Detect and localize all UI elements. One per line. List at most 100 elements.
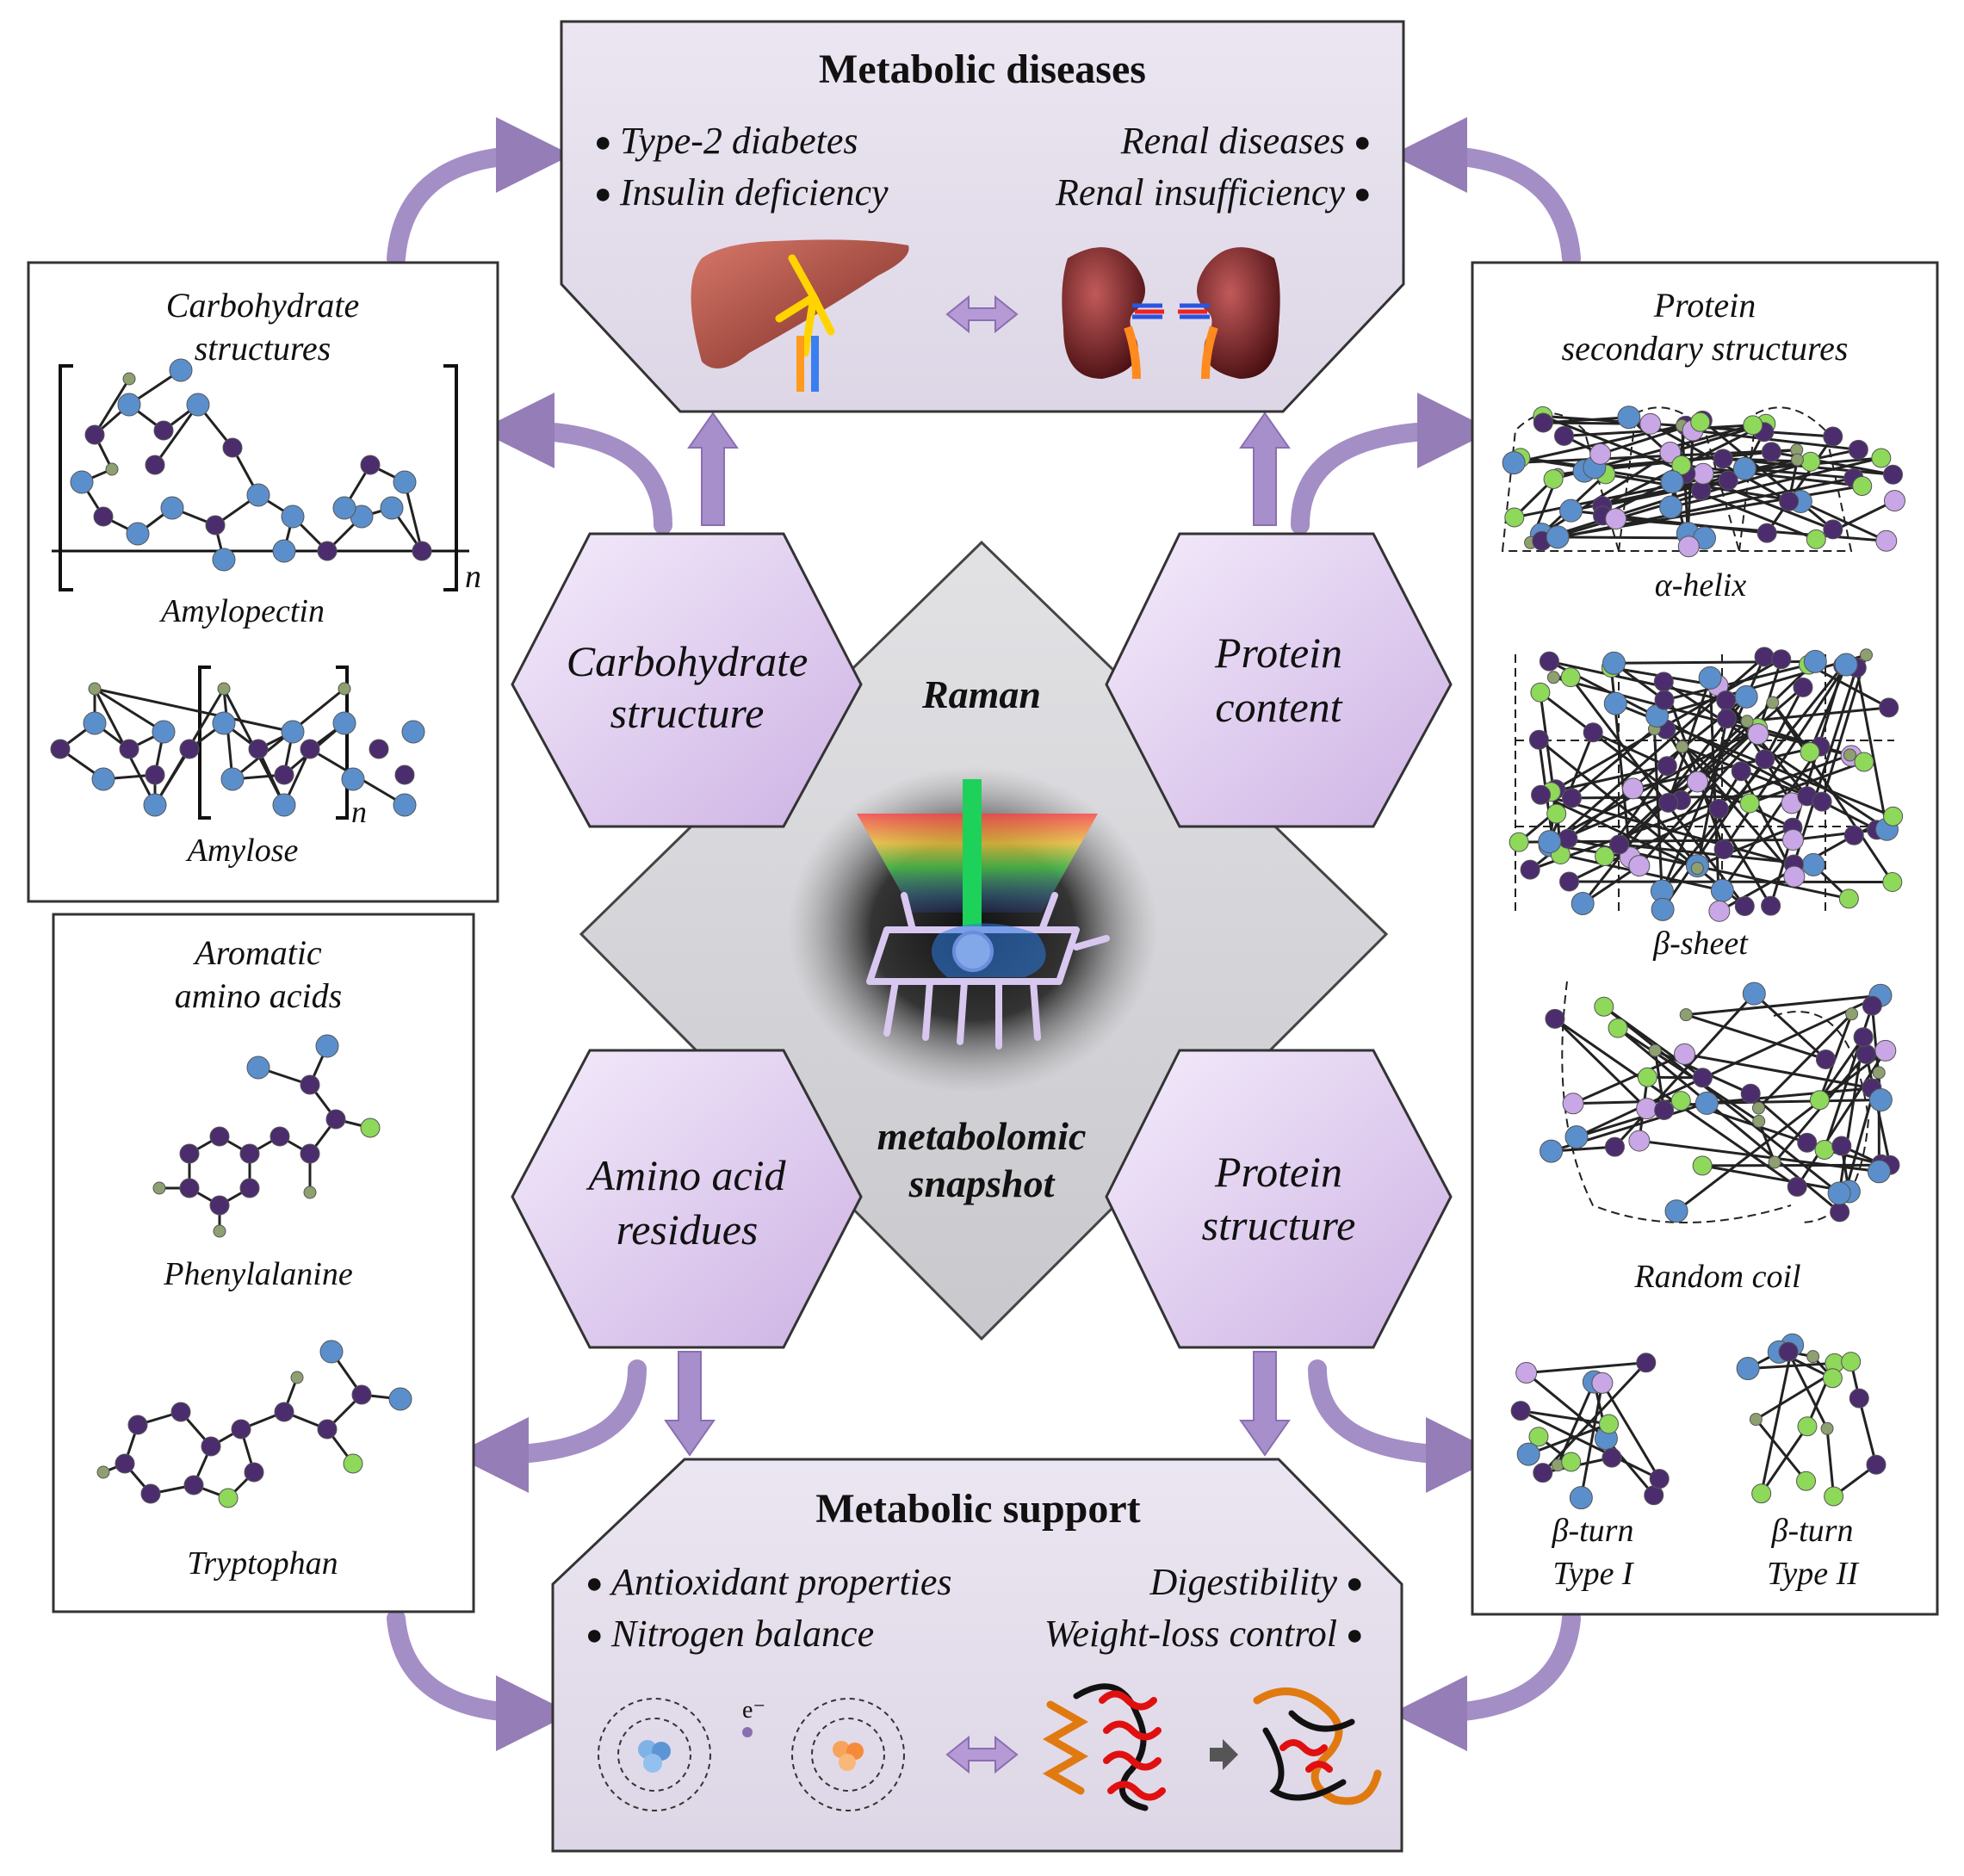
atom	[1617, 406, 1641, 430]
atom	[300, 1074, 320, 1095]
arrow-aminohex-to-aromatic	[453, 1359, 647, 1493]
atom	[272, 793, 296, 817]
atom	[1751, 1483, 1772, 1504]
atom	[341, 767, 365, 791]
atom	[1779, 491, 1800, 511]
bond	[1576, 994, 1881, 1139]
bond	[1725, 699, 1809, 797]
atom	[303, 1186, 317, 1199]
atom	[179, 1143, 200, 1164]
atom	[1831, 1136, 1852, 1156]
aromatic-title-1: Aromatic	[192, 933, 322, 972]
bond	[1807, 663, 1890, 709]
bond	[1553, 1018, 1648, 1110]
atom	[1848, 439, 1868, 460]
bond	[1602, 1006, 1841, 1195]
straight-arrows	[664, 412, 1291, 1457]
bond	[1769, 665, 1845, 907]
atom	[1823, 426, 1843, 447]
atom	[1843, 748, 1856, 762]
atom	[369, 739, 389, 759]
atom	[1845, 1007, 1859, 1021]
atom	[1761, 895, 1781, 916]
carbohydrate-panel: Carbohydrate structures n Amylopectin n …	[27, 261, 499, 903]
atom	[231, 1419, 251, 1440]
random-coil-label: Random coil	[1633, 1259, 1800, 1295]
atom	[338, 682, 351, 696]
hex-protein-structure-line2: structure	[1202, 1201, 1356, 1249]
amylopectin-bracket-right	[443, 364, 458, 591]
atom	[169, 358, 193, 382]
atom	[290, 1371, 304, 1384]
atom	[1718, 470, 1738, 491]
phenylalanine-molecule	[152, 1034, 381, 1238]
bond	[1615, 517, 1887, 542]
atom	[1879, 697, 1899, 718]
atom	[1853, 1027, 1874, 1048]
arrow-protstructhex-to-protpanel	[1308, 1359, 1502, 1493]
atom	[1520, 859, 1540, 880]
atom	[1654, 690, 1675, 710]
atom	[1803, 649, 1827, 673]
bond	[153, 404, 200, 466]
atom	[1528, 729, 1549, 750]
center-label-snapshot: snapshot	[908, 1161, 1056, 1205]
bond	[93, 378, 131, 436]
atom	[96, 1465, 110, 1479]
atom	[179, 739, 200, 759]
protein-title-1: Protein	[1653, 286, 1756, 325]
atom	[1659, 495, 1683, 519]
protein-ribbon-icon	[1042, 1683, 1166, 1811]
bond	[1551, 765, 1668, 794]
atom	[1628, 855, 1651, 877]
atom	[325, 1109, 346, 1130]
hexagon-carbohydrate: Carbohydrate structure	[511, 532, 863, 828]
bond	[1527, 1422, 1610, 1456]
atom	[1736, 1357, 1760, 1381]
bond	[1739, 771, 1796, 877]
bond	[1568, 808, 1719, 883]
atom	[1540, 1139, 1564, 1163]
atom	[274, 1402, 294, 1422]
bond	[1746, 706, 1889, 723]
kidney-icon	[1062, 247, 1280, 380]
atom	[1768, 1155, 1781, 1169]
atom	[1862, 995, 1882, 1016]
alpha-helix-molecule	[1501, 406, 1905, 558]
atom	[1708, 798, 1729, 819]
aromatic-panel-frame	[52, 913, 475, 1613]
atom	[1654, 1100, 1675, 1121]
amylose-label: Amylose	[185, 833, 299, 869]
atom	[1602, 651, 1626, 675]
atom	[1509, 832, 1529, 852]
bullet: ●	[1354, 178, 1372, 210]
atom	[1882, 872, 1903, 893]
bond	[1757, 1012, 1853, 1110]
atom	[380, 496, 404, 520]
bond	[1707, 1099, 1881, 1105]
atom	[1538, 830, 1562, 854]
arrow-up-left	[687, 412, 739, 526]
bond	[1855, 667, 1888, 830]
atom	[1883, 490, 1905, 512]
bond	[1657, 653, 1867, 717]
atom	[412, 541, 432, 561]
atom	[1561, 788, 1582, 808]
atom	[1815, 1049, 1836, 1069]
atom	[281, 505, 305, 529]
atom	[1546, 671, 1560, 684]
atom	[1609, 834, 1630, 855]
bond	[1808, 664, 1848, 753]
atom	[1558, 828, 1578, 849]
protein-secondary-panel: Protein secondary structures α-helix β-s…	[1471, 261, 1939, 1616]
bond	[1760, 1344, 1794, 1495]
bottom-item-left-2: Nitrogen balance	[610, 1613, 874, 1655]
bond	[1603, 720, 1749, 858]
atom	[1793, 677, 1813, 697]
atom	[393, 470, 417, 494]
beta-turn-1-label-1: β-turn	[1552, 1513, 1634, 1549]
atom	[1852, 476, 1873, 497]
atom	[220, 767, 245, 791]
atom	[1849, 1388, 1869, 1409]
double-arrow-icon	[945, 1735, 1019, 1774]
